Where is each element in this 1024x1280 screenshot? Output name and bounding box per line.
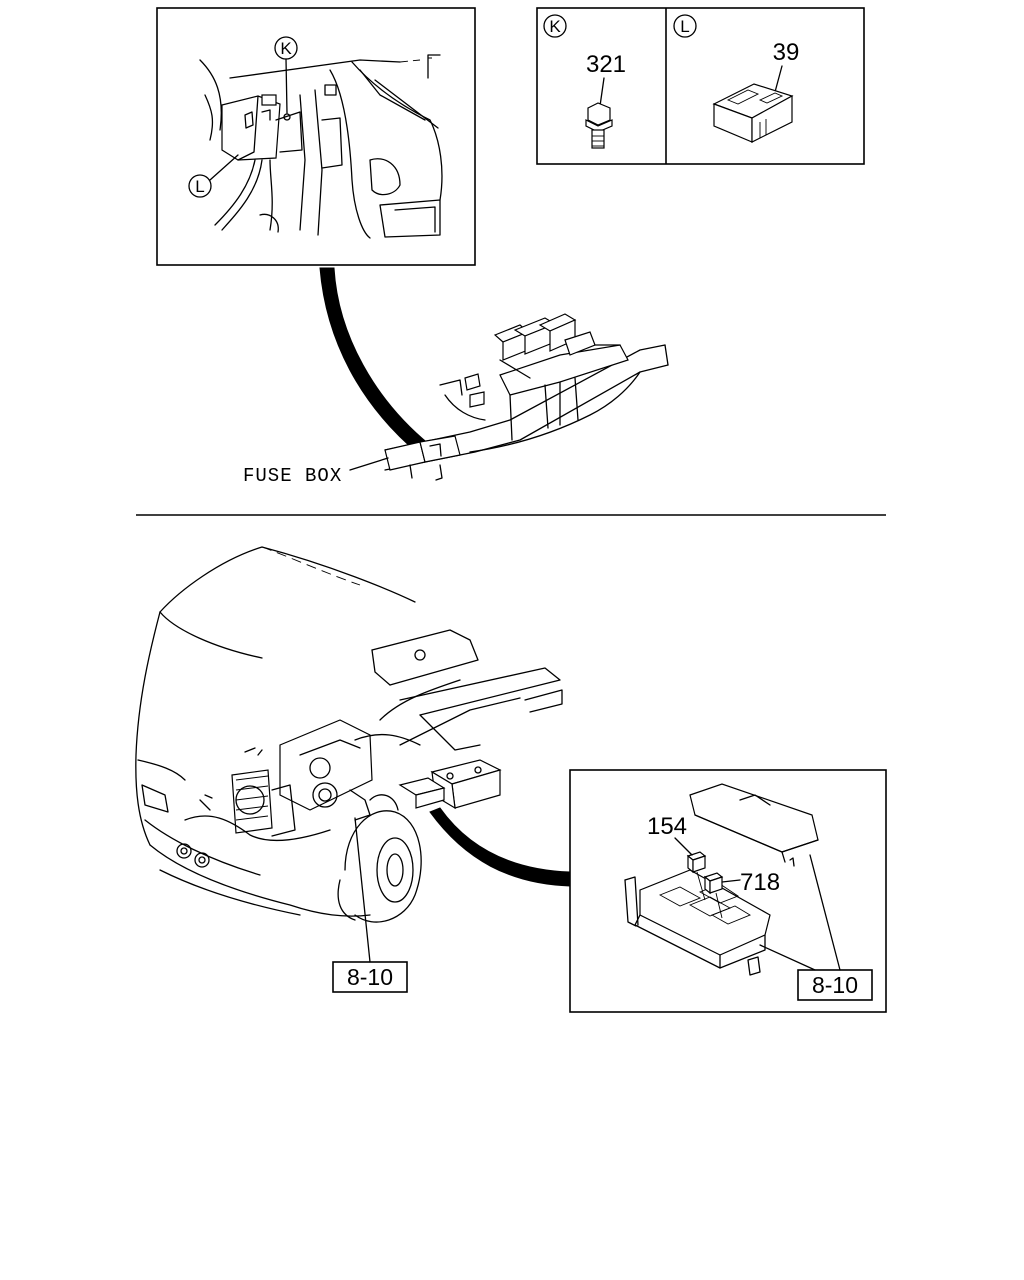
callout-l-letter: L — [195, 177, 204, 196]
truck-overview — [135, 546, 563, 963]
detail-panel-mount: K L — [156, 7, 476, 266]
table-l-letter: L — [680, 17, 689, 36]
part-number-154: 154 — [647, 813, 687, 840]
part-number-718: 718 — [740, 869, 780, 896]
fuse-box-label: FUSE BOX — [243, 465, 342, 487]
detail-link-arc-bottom — [429, 807, 571, 887]
dashboard-fusebox-assembly: FUSE BOX — [243, 313, 669, 487]
table-k-letter: K — [549, 17, 561, 36]
parts-legend-table: K 321 L 39 — [536, 7, 865, 165]
bolt-icon — [585, 102, 613, 149]
callout-k-letter: K — [280, 39, 292, 58]
part-number-321: 321 — [586, 51, 626, 78]
detail-panel-fusebox: 154 718 — [569, 769, 887, 1013]
part-number-39: 39 — [773, 39, 800, 66]
ref-8-10-left: 8-10 — [347, 964, 393, 990]
ref-box-right: 8-10 — [797, 969, 873, 1001]
detail-link-arc-top — [319, 267, 431, 456]
ref-8-10-right: 8-10 — [812, 972, 858, 998]
relay-icon — [712, 83, 794, 143]
ref-box-left: 8-10 — [332, 961, 408, 993]
